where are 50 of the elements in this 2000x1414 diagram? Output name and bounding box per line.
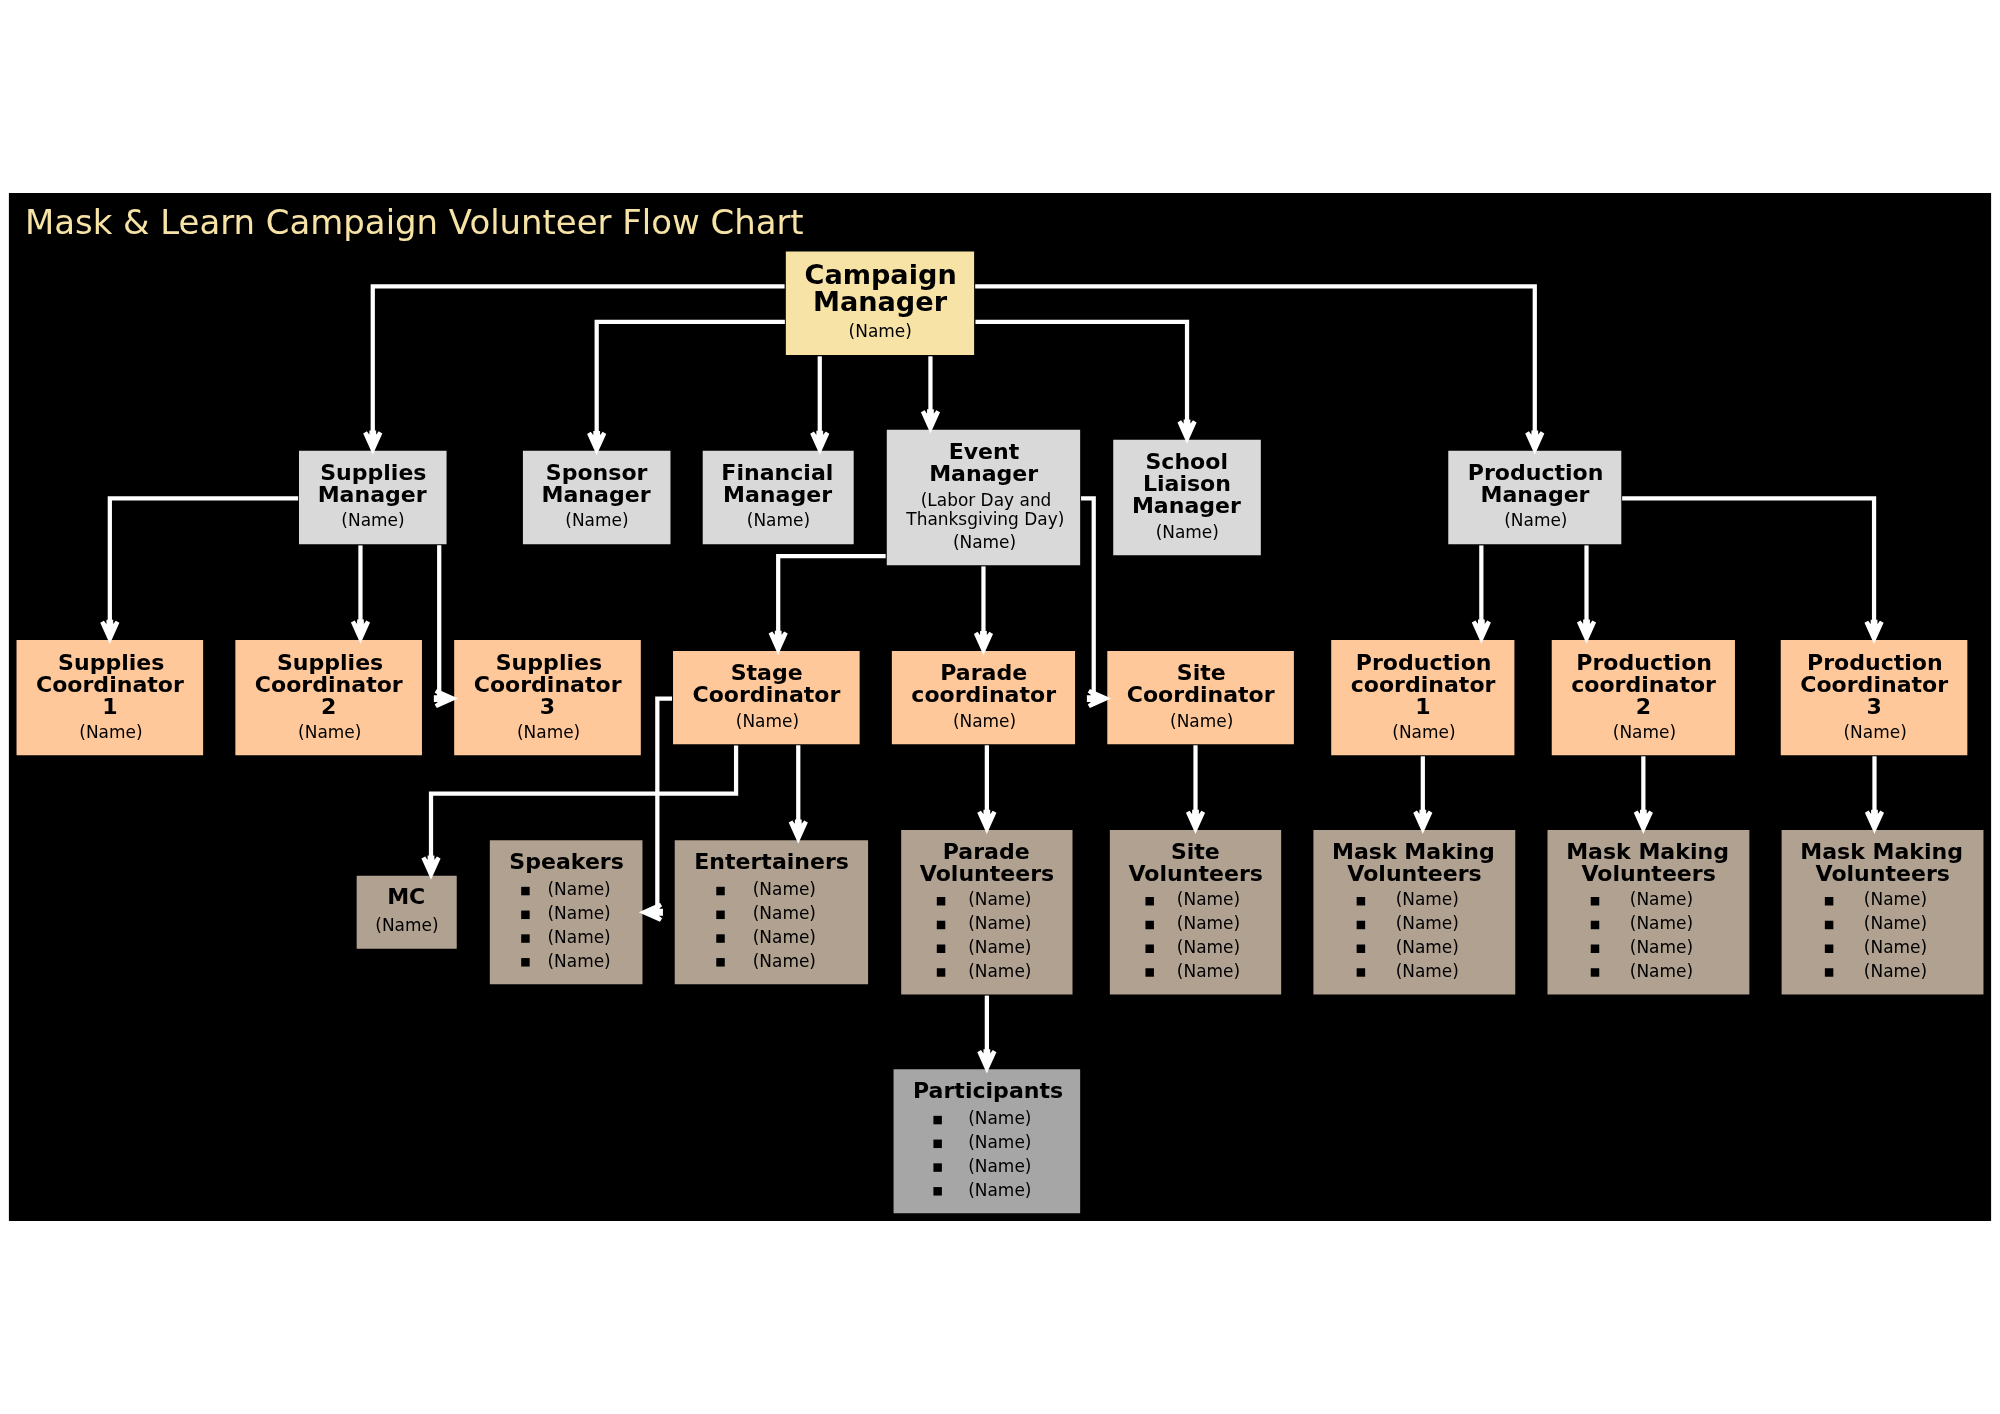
arrow bbox=[100, 496, 299, 642]
node-box: Supplies Coordinator 2 (Name) bbox=[233, 638, 424, 758]
arrow bbox=[768, 553, 886, 652]
arrow bbox=[1471, 545, 1492, 641]
node-box: Mask Making Volunteers (Name) (Name) (Name) (Name) bbox=[1545, 828, 1752, 997]
node-box: Supplies Manager (Name) bbox=[297, 449, 449, 546]
arrow bbox=[433, 545, 456, 709]
arrow bbox=[977, 745, 997, 831]
arrow bbox=[586, 319, 785, 453]
node-box: Participants (Name) (Name) (Name) (Name) bbox=[891, 1067, 1082, 1216]
arrow bbox=[363, 284, 785, 452]
node-box: Production Coordinator 3 (Name) bbox=[1779, 638, 1970, 758]
node-box: Supplies Coordinator 3 (Name) bbox=[452, 638, 643, 758]
node-box: MC (Name) bbox=[354, 874, 459, 951]
arrow bbox=[977, 995, 997, 1071]
arrow bbox=[973, 566, 994, 653]
node-box: Sponsor Manager (Name) bbox=[521, 449, 673, 546]
arrow bbox=[920, 356, 941, 431]
arrow bbox=[350, 545, 371, 641]
node-box: School Liaison Manager (Name) bbox=[1111, 438, 1263, 557]
arrow bbox=[1413, 756, 1433, 831]
arrow bbox=[975, 284, 1545, 452]
node-box: Mask Making Volunteers (Name) (Name) (Name) (Name) bbox=[1311, 828, 1517, 997]
arrow bbox=[1185, 745, 1206, 831]
arrow bbox=[641, 696, 673, 922]
node-box: Parade Volunteers (Name) (Name) (Name) (Name) bbox=[899, 828, 1075, 997]
node-box: Speakers (Name) (Name) (Name) (Name) bbox=[488, 838, 645, 987]
node-box: Site Coordinator (Name) bbox=[1105, 649, 1296, 746]
node-box: Site Volunteers (Name) (Name) (Name) (Name) bbox=[1108, 828, 1283, 997]
node-box: Entertainers (Name) (Name) (Name) (Name) bbox=[673, 838, 870, 987]
arrow bbox=[1633, 756, 1654, 831]
node-box: Parade coordinator (Name) bbox=[890, 649, 1077, 746]
arrow bbox=[1622, 496, 1884, 642]
node-box: Production coordinator 2 (Name) bbox=[1550, 638, 1737, 758]
arrow bbox=[788, 745, 808, 841]
arrow bbox=[975, 319, 1197, 441]
node-box: Campaign Manager (Name) bbox=[784, 249, 976, 357]
arrow bbox=[1576, 545, 1597, 641]
node-box: Production Manager (Name) bbox=[1446, 449, 1623, 546]
arrow bbox=[421, 745, 739, 877]
node-box: Production coordinator 1 (Name) bbox=[1329, 638, 1517, 758]
node-box: Event Manager (Labor Day and Thanksgiving Day) (Name) bbox=[885, 427, 1082, 568]
node-box: Stage Coordinator (Name) bbox=[671, 649, 862, 746]
diagram-title: Mask & Learn Campaign Volunteer Flow Chart bbox=[25, 202, 804, 242]
arrow bbox=[1864, 756, 1885, 831]
node-box: Supplies Coordinator 1 (Name) bbox=[14, 638, 205, 758]
arrow bbox=[810, 356, 830, 452]
node-box: Financial Manager (Name) bbox=[701, 449, 856, 546]
arrow bbox=[1081, 496, 1109, 709]
node-box: Mask Making Volunteers (Name) (Name) (Name) (Name) bbox=[1779, 828, 1986, 997]
